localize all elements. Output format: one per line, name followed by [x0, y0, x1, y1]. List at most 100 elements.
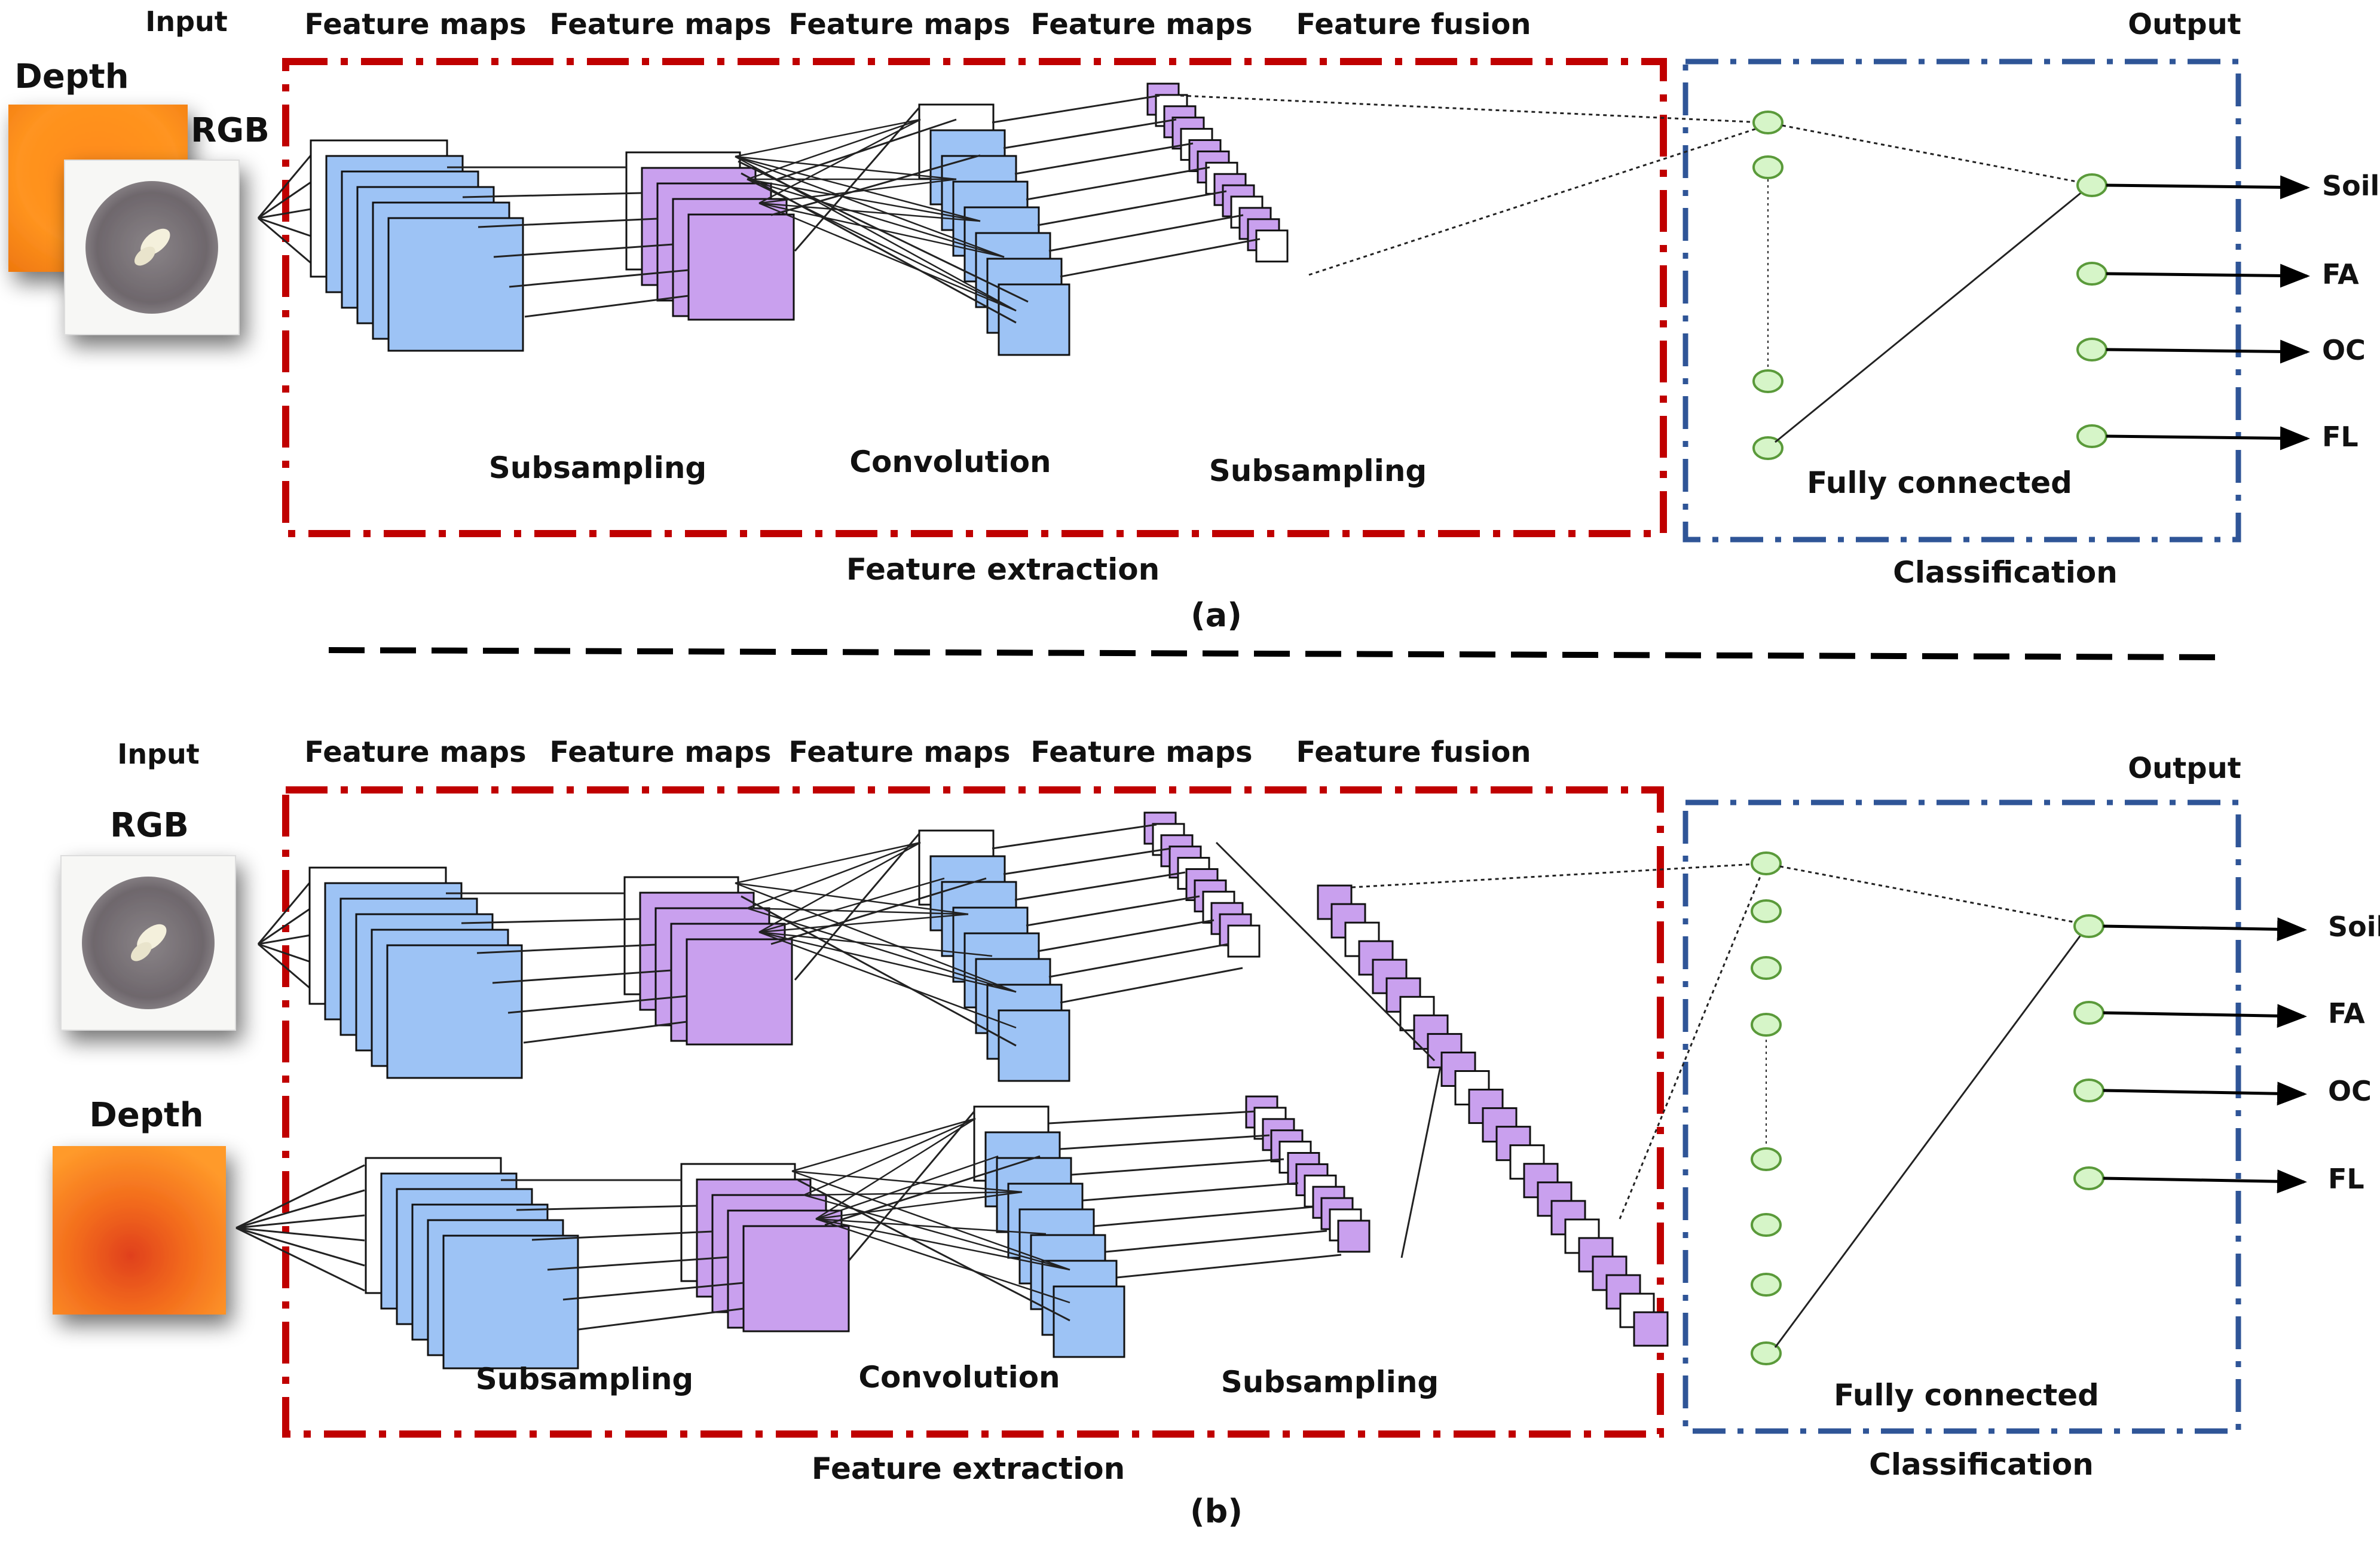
- connection-line: [815, 1155, 999, 1220]
- connection-line: [815, 1218, 1070, 1271]
- op-label-convolution: Convolution: [858, 1360, 1060, 1395]
- connection-line: [776, 118, 957, 180]
- feature-map: [1633, 1311, 1669, 1347]
- fusion-line: [1400, 1066, 1442, 1258]
- depth-label: Depth: [14, 57, 129, 96]
- connection-line: [735, 882, 1017, 993]
- output-label: Output: [2128, 8, 2241, 41]
- connection-line: [758, 931, 1017, 993]
- connection-line: [1026, 166, 1210, 201]
- output-class-label: OC: [2322, 334, 2366, 366]
- fc-line: [1782, 124, 2081, 183]
- feature-extraction-label: Feature extraction: [812, 1451, 1125, 1486]
- connection-line: [493, 243, 674, 258]
- conv1-stack: [310, 139, 524, 352]
- connection-line: [478, 217, 658, 228]
- input-label: Input: [145, 5, 228, 38]
- fusion-line: [1180, 94, 1764, 124]
- connection-line: [257, 155, 312, 219]
- connection-line: [1026, 895, 1200, 927]
- connection-line: [1060, 238, 1261, 278]
- connection-line: [815, 1218, 1070, 1304]
- connection-line: [258, 217, 311, 237]
- connection-line: [758, 931, 1017, 1029]
- depth-image: [53, 1146, 226, 1315]
- rgb-subsample2-stack: [1143, 811, 1261, 958]
- output-neuron-1: [2073, 914, 2104, 938]
- feature-map: [687, 213, 795, 321]
- hidden-neuron-2: [1751, 899, 1782, 923]
- connection-line: [235, 1189, 365, 1229]
- stage-label-1: Feature maps: [304, 736, 526, 769]
- stage-label-2: Feature maps: [549, 736, 771, 769]
- connection-line: [476, 943, 656, 954]
- op-label-subsampling-2: Subsampling: [1209, 454, 1427, 488]
- panel-caption: (a): [1191, 596, 1242, 634]
- hidden-neuron-8: [1751, 1341, 1782, 1365]
- connection-line: [258, 208, 311, 219]
- connection-line: [1094, 1206, 1313, 1227]
- subsample1-stack: [625, 151, 795, 321]
- op-label-subsampling: Subsampling: [489, 451, 706, 485]
- connection-line: [741, 172, 1017, 324]
- stage-label-5: Feature fusion: [1296, 8, 1531, 41]
- rgb-image: [60, 855, 236, 1031]
- hidden-neuron-3: [1751, 956, 1782, 980]
- connection-line: [235, 1164, 365, 1229]
- rgb-conv1-stack: [308, 866, 523, 1079]
- connection-line: [1048, 214, 1244, 252]
- output-arrow: [2106, 426, 2310, 451]
- connection-line: [1003, 847, 1171, 875]
- connection-line: [257, 881, 312, 945]
- output-arrow: [2103, 1004, 2307, 1028]
- connection-line: [735, 155, 1005, 258]
- connection-line: [235, 1227, 365, 1292]
- output-arrow: [2106, 175, 2310, 200]
- connection-line: [235, 1227, 365, 1267]
- connection-line: [815, 1191, 1023, 1220]
- feature-map: [998, 1009, 1070, 1082]
- op-label-subsampling-2: Subsampling: [1221, 1365, 1439, 1399]
- hidden-neuron-2: [1752, 155, 1784, 179]
- rgb-image: [64, 160, 240, 335]
- output-neuron-4: [2076, 424, 2107, 448]
- connection-line: [735, 841, 921, 884]
- connection-line: [258, 907, 311, 945]
- input-label: Input: [117, 738, 200, 770]
- connection-line: [578, 1307, 744, 1331]
- connection-line: [507, 995, 687, 1014]
- depth-conv1-stack: [365, 1157, 579, 1370]
- connection-line: [992, 823, 1157, 850]
- connection-line: [258, 943, 311, 990]
- connection-line: [1116, 1254, 1342, 1279]
- connection-line: [791, 1170, 1023, 1193]
- fc-line: [1779, 865, 2081, 924]
- stage-label-2: Feature maps: [549, 8, 771, 41]
- connection-line: [492, 969, 672, 984]
- connection-line: [803, 1117, 976, 1196]
- connection-line: [747, 178, 1005, 258]
- feature-map: [1255, 229, 1289, 263]
- op-label-convolution: Convolution: [849, 445, 1051, 479]
- feature-extraction-box: [282, 58, 1667, 537]
- feature-map: [387, 217, 524, 352]
- connection-line: [1082, 1182, 1299, 1202]
- feature-map: [386, 944, 523, 1079]
- feature-extraction-label: Feature extraction: [846, 552, 1160, 587]
- rgb-label: RGB: [110, 806, 189, 845]
- output-class-label: OC: [2328, 1075, 2372, 1107]
- stage-label-3: Feature maps: [788, 736, 1010, 769]
- connection-line: [735, 882, 969, 915]
- connection-line: [791, 1117, 976, 1172]
- connection-line: [1071, 1158, 1284, 1176]
- hidden-neuron-7: [1751, 1273, 1782, 1297]
- seed-grain: [134, 246, 155, 266]
- connection-line: [735, 155, 957, 180]
- connection-line: [258, 217, 311, 264]
- connection-line: [992, 94, 1160, 124]
- depth-heatmap: [53, 1146, 226, 1315]
- output-class-label: FA: [2328, 997, 2365, 1030]
- feature-map: [1619, 1292, 1655, 1328]
